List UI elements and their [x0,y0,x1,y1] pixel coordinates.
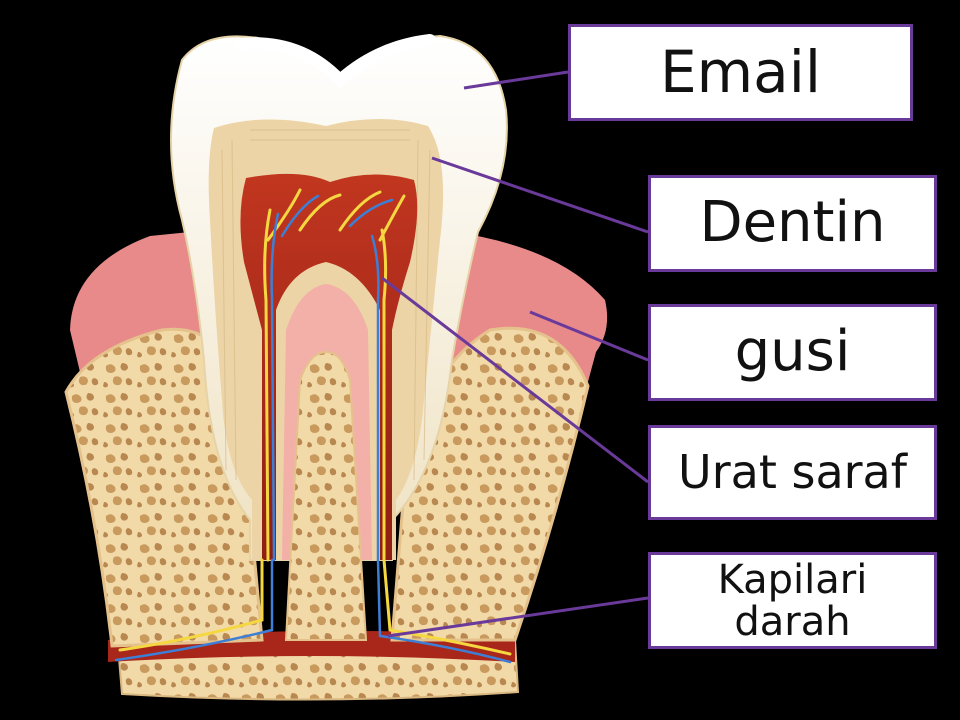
label-urat-saraf: Urat saraf [648,425,937,520]
leader-line-email [463,70,569,90]
label-gusi: gusi [648,304,937,401]
leader-line-kapilari-darah [387,596,649,638]
leader-line-gusi [529,310,649,362]
dentin-texture [221,129,431,481]
leader-line-urat-saraf [381,276,649,484]
label-kapilari-darah: Kapilari darah [648,552,937,649]
leader-lines [381,70,649,638]
label-email: Email [568,24,913,121]
pulp-chamber [240,173,418,561]
nerves-and-vessels [114,188,512,664]
leader-line-dentin [431,156,649,234]
bone-center [284,350,368,641]
label-dentin: Dentin [648,175,937,272]
